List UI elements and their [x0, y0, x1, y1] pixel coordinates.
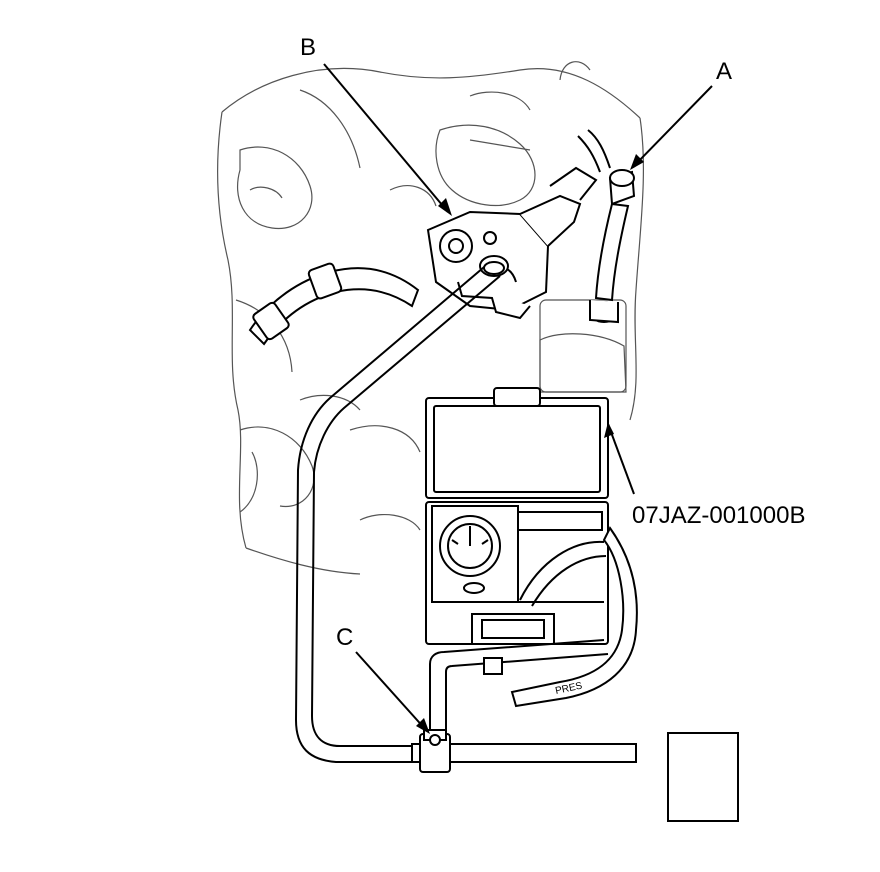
pressure-gauge-case — [425, 387, 609, 645]
callout-a-label: A — [716, 58, 733, 85]
component-b-regulator — [426, 166, 598, 320]
tool-number-label: 07JAZ-001000B — [632, 502, 806, 529]
component-a-fitting — [577, 129, 636, 324]
gauge-hose — [294, 261, 505, 763]
component-c-tee — [411, 729, 637, 773]
engine-background — [217, 61, 645, 575]
callout-b-label: B — [300, 34, 317, 61]
gauge-hose-loop — [429, 526, 638, 744]
leader-arrowheads — [416, 154, 644, 734]
callout-c-label: C — [336, 624, 354, 651]
left-hose — [248, 262, 420, 346]
leader-lines — [323, 63, 713, 731]
reference-box — [667, 732, 739, 822]
